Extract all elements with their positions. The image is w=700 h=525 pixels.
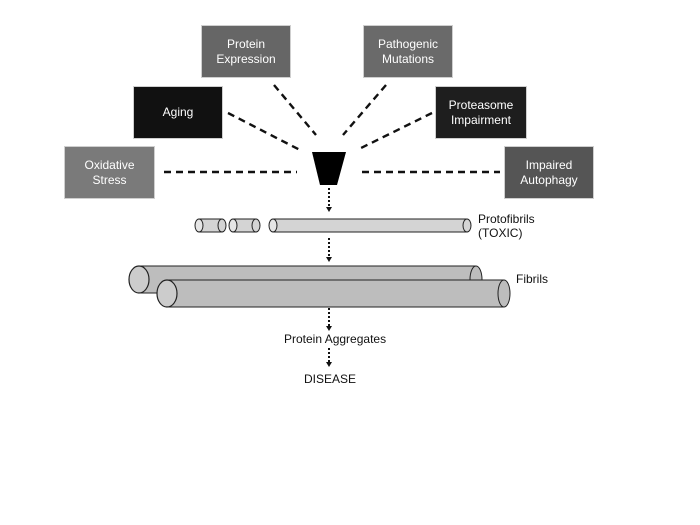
fibril-tube-front	[156, 279, 511, 308]
protofibril-short-tube-2	[228, 218, 261, 233]
connector-aging	[227, 111, 301, 152]
factor-box-pathogenic-mutations: Pathogenic Mutations	[363, 25, 453, 78]
factor-box-proteasome-impairment: Proteasome Impairment	[435, 86, 527, 139]
arrowhead-2	[326, 257, 332, 262]
connector-protein-expression	[273, 84, 317, 136]
arrowhead-1	[326, 207, 332, 212]
protofibril-long-tube	[268, 218, 472, 233]
factor-box-aging: Aging	[133, 86, 223, 139]
funnel-shape	[312, 152, 346, 185]
factor-box-oxidative-stress: Oxidative Stress	[64, 146, 155, 199]
connector-pathogenic-mutations	[342, 84, 387, 136]
label-fibrils: Fibrils	[516, 272, 548, 286]
connector-proteasome-impairment	[356, 111, 433, 152]
label-protein-aggregates: Protein Aggregates	[284, 332, 387, 346]
factor-box-protein-expression: Protein Expression	[201, 25, 291, 78]
protofibril-short-tube-1	[194, 218, 227, 233]
factor-box-impaired-autophagy: Impaired Autophagy	[504, 146, 594, 199]
label-disease: DISEASE	[304, 372, 357, 386]
label-protofibrils: Protofibrils (TOXIC)	[478, 212, 535, 240]
arrowhead-4	[326, 362, 332, 367]
arrowhead-3	[326, 326, 332, 331]
